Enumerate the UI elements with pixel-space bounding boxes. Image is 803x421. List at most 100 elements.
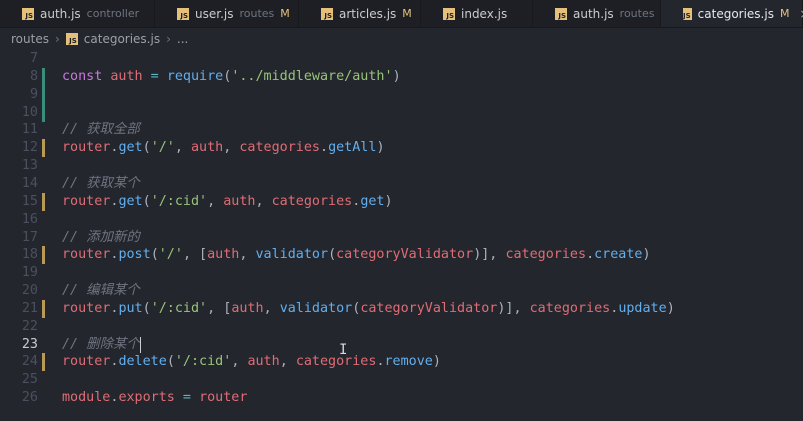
code-token: ) [392, 69, 401, 84]
code-token: // 获取某个 [62, 176, 140, 191]
breadcrumb-folder[interactable]: routes [11, 32, 49, 46]
line-number: 16 [21, 212, 38, 227]
line-number: 14 [21, 176, 38, 191]
code-line[interactable]: 17// 添加新的 [0, 229, 803, 247]
git-change-marker[interactable] [42, 139, 45, 157]
js-file-icon: JS [443, 7, 455, 20]
tab-label: user.js [195, 6, 234, 21]
code-token: auth [191, 140, 224, 155]
line-number: 20 [21, 283, 38, 298]
code-token: categories [271, 194, 353, 209]
js-file-icon: JS [22, 7, 34, 20]
code-token: router [62, 354, 111, 369]
code-line[interactable]: 14 // 获取某个 [0, 175, 803, 193]
git-change-marker[interactable] [42, 353, 45, 371]
git-change-marker[interactable] [42, 193, 45, 211]
code-token: ( [352, 301, 361, 316]
git-change-marker[interactable] [42, 104, 45, 122]
line-number: 18 [21, 247, 38, 262]
modified-badge: M [280, 7, 290, 20]
code-token: . [110, 301, 119, 316]
code-token: ( [328, 247, 337, 262]
code-token: ( [223, 69, 232, 84]
breadcrumb-more[interactable]: ... [176, 32, 189, 46]
js-file-icon: JS [177, 7, 189, 20]
code-token: post [118, 247, 151, 262]
code-token: router [199, 390, 248, 405]
code-token: . [586, 247, 595, 262]
code-token: ( [142, 140, 151, 155]
code-token: , [223, 140, 240, 155]
code-line[interactable]: 13 [0, 157, 803, 175]
code-token: put [118, 301, 143, 316]
code-token: ) [642, 247, 651, 262]
code-line[interactable]: 23// 删除某个 [0, 336, 803, 354]
code-token: categoryValidator [360, 301, 498, 316]
code-token: ( [142, 301, 151, 316]
code-token: ( [150, 247, 159, 262]
modified-badge: M [402, 7, 412, 20]
code-token: router [62, 140, 111, 155]
git-change-marker[interactable] [42, 300, 45, 318]
chevron-right-icon: › [54, 32, 60, 46]
line-number: 24 [21, 354, 38, 369]
js-file-icon: JS [555, 7, 567, 20]
code-line[interactable]: 20// 编辑某个 [0, 282, 803, 300]
code-token: getAll [328, 140, 377, 155]
code-token: , [174, 140, 191, 155]
code-token: validator [255, 247, 329, 262]
line-number: 26 [21, 390, 38, 405]
code-line[interactable]: 10 [0, 104, 803, 122]
code-token: ) [376, 140, 385, 155]
line-number: 10 [21, 105, 38, 120]
code-line[interactable]: 25 [0, 371, 803, 389]
line-number: 25 [21, 372, 38, 387]
tab-label: auth.js [40, 6, 81, 21]
code-token: categories [529, 301, 611, 316]
code-token: = [174, 390, 200, 405]
git-change-marker[interactable] [42, 246, 45, 264]
code-token: '/' [150, 140, 175, 155]
close-icon[interactable]: × [799, 7, 803, 21]
git-change-marker[interactable] [42, 86, 45, 104]
text-caret [140, 337, 141, 353]
code-token: . [610, 301, 619, 316]
breadcrumb-file[interactable]: categories.js [83, 32, 161, 46]
code-token: exports [118, 390, 175, 405]
code-token: '/:cid' [174, 354, 232, 369]
code-token: , [239, 247, 256, 262]
tab-label: auth.js [573, 6, 614, 21]
code-line[interactable]: 16 [0, 211, 803, 229]
code-token: validator [279, 301, 353, 316]
tab-label: articles.js [339, 6, 397, 21]
code-text: module.exports = router [62, 389, 247, 407]
breadcrumb: routes › JS categories.js › ... [0, 28, 803, 50]
code-token: '/:cid' [150, 194, 208, 209]
code-line[interactable]: 11// 获取全部 [0, 121, 803, 139]
line-number: 12 [21, 140, 38, 155]
code-token: ) [384, 194, 393, 209]
code-line[interactable]: 19 [0, 264, 803, 282]
git-change-marker[interactable] [42, 68, 45, 86]
code-line[interactable]: 9 [0, 86, 803, 104]
code-line[interactable]: 26 module.exports = router [0, 389, 803, 407]
code-line[interactable]: 7 [0, 50, 803, 68]
code-text: router.get('/:cid', auth, categories.get… [62, 193, 393, 211]
code-line[interactable]: 22 [0, 318, 803, 336]
code-token: ( [142, 194, 151, 209]
code-token: , [231, 354, 248, 369]
code-token: . [110, 194, 119, 209]
